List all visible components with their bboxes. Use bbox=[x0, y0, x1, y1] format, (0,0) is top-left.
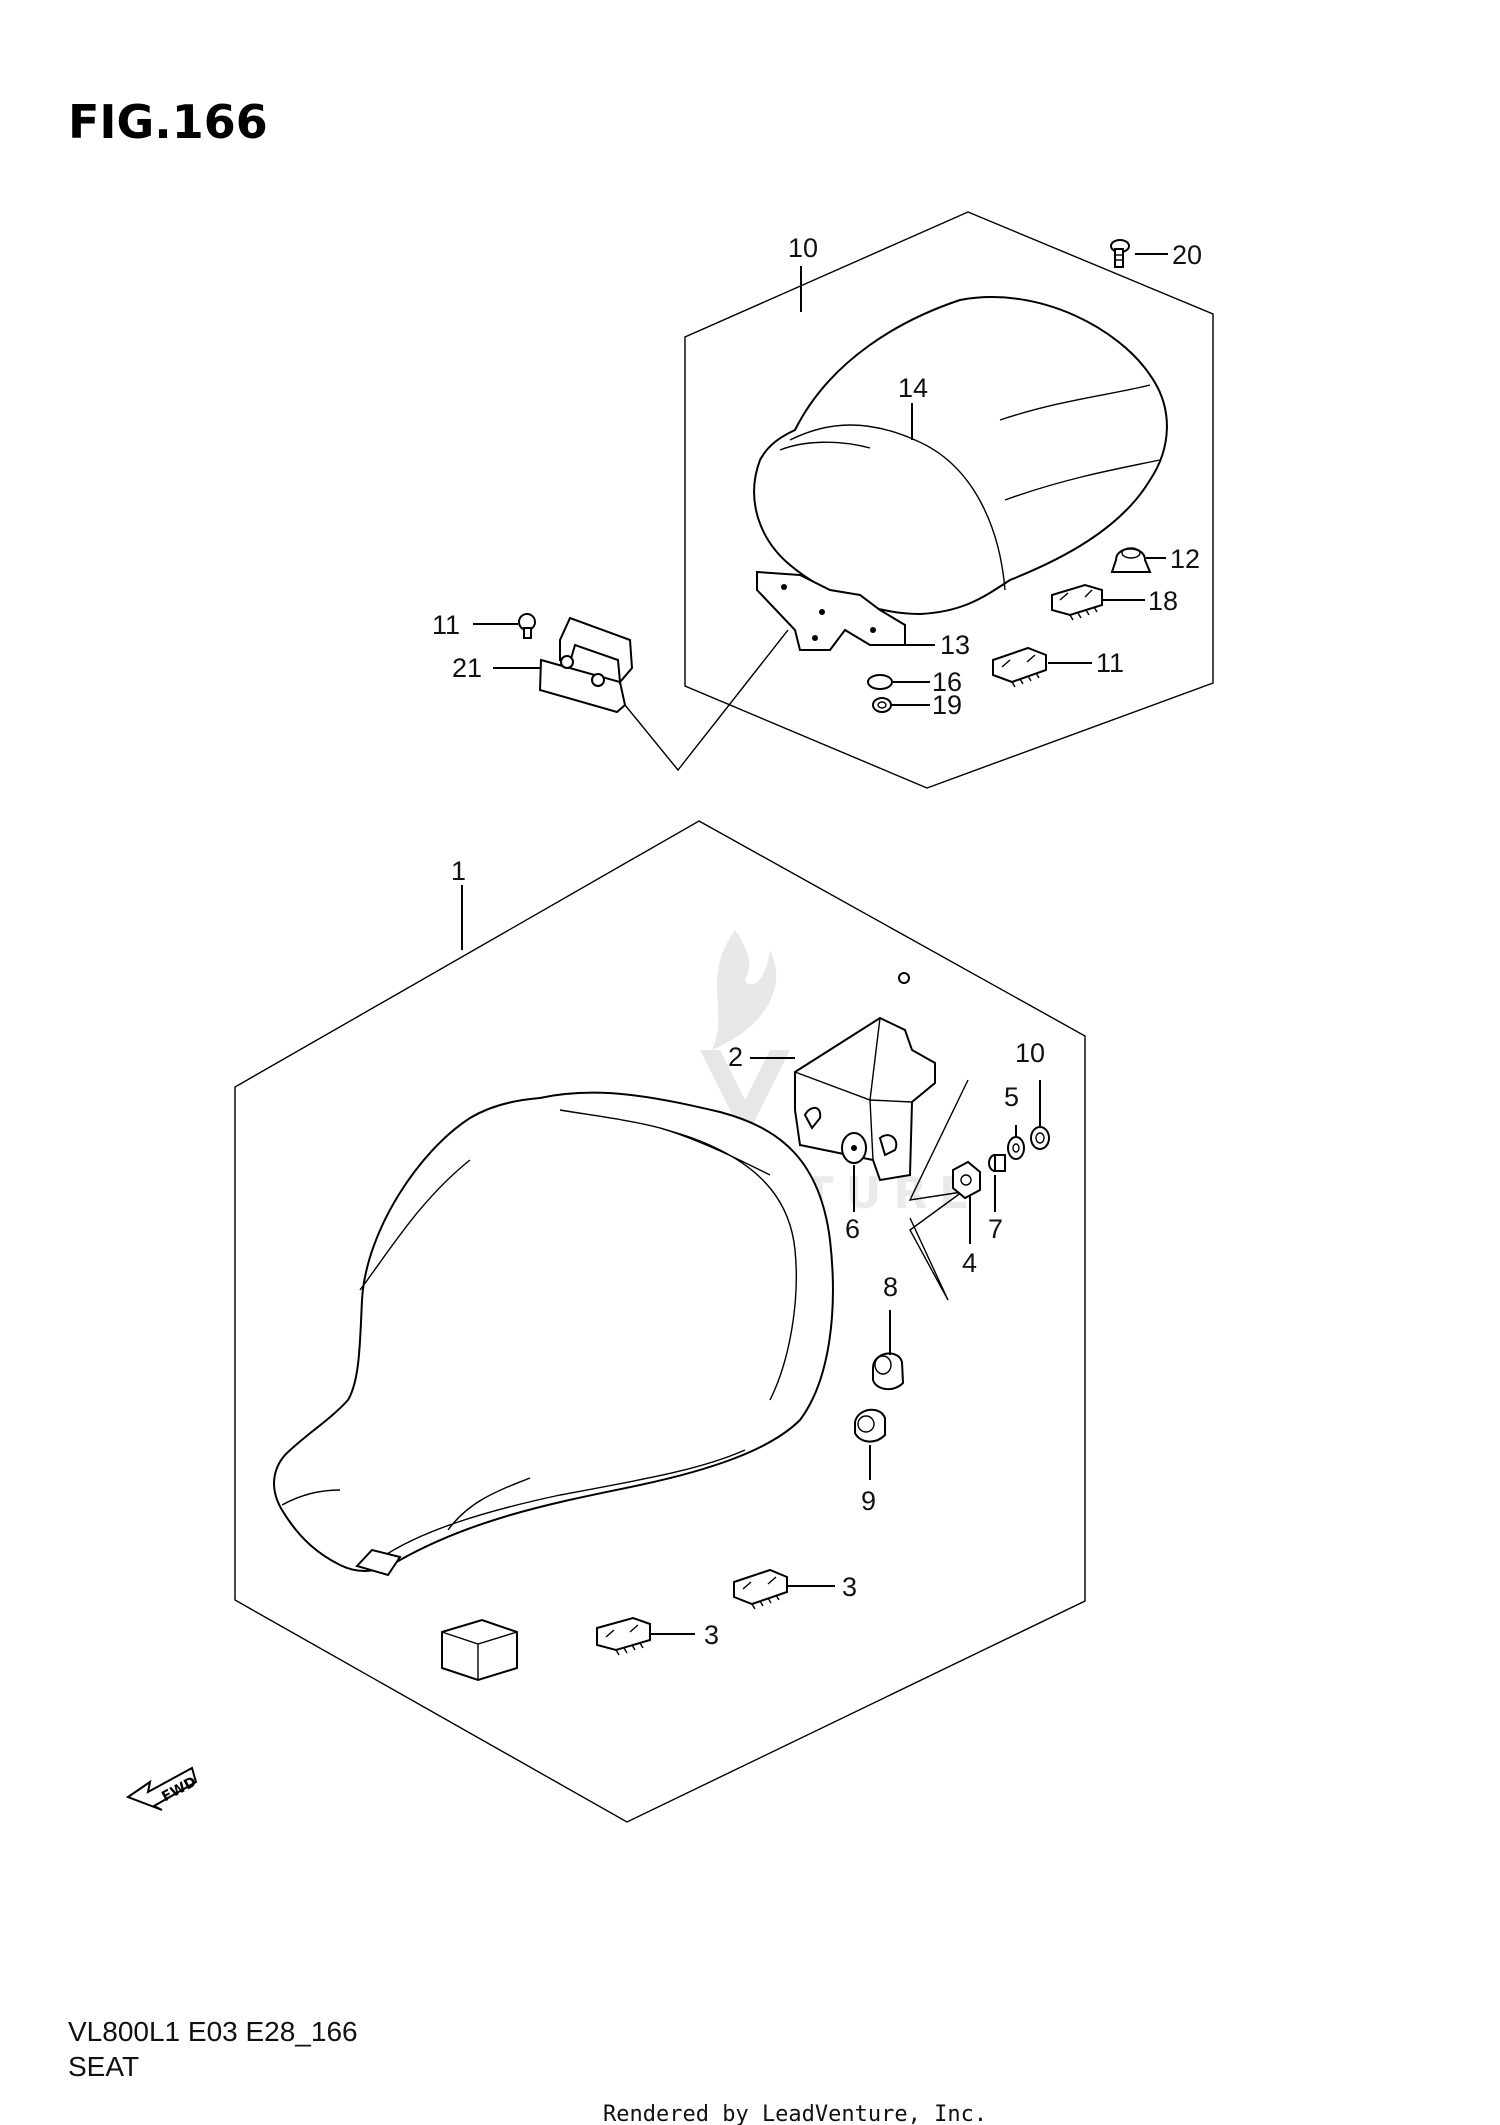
seat-box-piece bbox=[441, 1618, 518, 1682]
nut-19-icon bbox=[872, 697, 892, 713]
nut-10-icon bbox=[1030, 1126, 1050, 1150]
callout-9: 9 bbox=[861, 1486, 876, 1516]
grommet-4-icon bbox=[952, 1160, 981, 1200]
callout-18: 18 bbox=[1148, 586, 1178, 616]
callout-2: 2 bbox=[728, 1042, 743, 1072]
callout-4: 4 bbox=[962, 1248, 977, 1278]
bolt-20-icon bbox=[1110, 239, 1130, 268]
callout-20: 20 bbox=[1172, 240, 1202, 270]
cushion-9-icon bbox=[854, 1408, 886, 1443]
handle-link-line bbox=[624, 629, 789, 772]
rendered-by-credit: Rendered by LeadVenture, Inc. bbox=[603, 2102, 987, 2125]
front-seat-bracket bbox=[794, 972, 936, 1182]
collar-7-icon bbox=[988, 1154, 1006, 1172]
cushion-8-icon bbox=[872, 1352, 905, 1391]
callout-21: 21 bbox=[452, 653, 482, 683]
callout-11: 11 bbox=[432, 610, 460, 640]
callout-5: 5 bbox=[1004, 1082, 1019, 1112]
leader-lines bbox=[461, 253, 1168, 1635]
callout-14: 12 bbox=[1170, 544, 1200, 574]
callout-labels: 10 14 20 12 18 11 13 16 19 11 21 1 2 6 4… bbox=[432, 233, 1202, 1650]
callout-10: 10 bbox=[1015, 1038, 1045, 1068]
callout-3-lower: 3 bbox=[704, 1620, 719, 1650]
callout-1: 1 bbox=[451, 856, 466, 886]
callout-7: 7 bbox=[988, 1214, 1003, 1244]
callout-19: 19 bbox=[932, 690, 962, 720]
cushion-13-icon bbox=[992, 646, 1047, 688]
cushion-18-icon bbox=[1051, 583, 1103, 621]
washer-17-icon bbox=[867, 674, 893, 690]
front-seat bbox=[273, 1091, 834, 1577]
washer-5-icon bbox=[1007, 1136, 1025, 1160]
callout-3-upper: 3 bbox=[842, 1572, 857, 1602]
figure-title: FIG.166 bbox=[68, 95, 268, 149]
callout-12: 10 bbox=[788, 233, 818, 263]
callout-15: 13 bbox=[940, 630, 970, 660]
front-seat-group-outline bbox=[234, 820, 1086, 1823]
callout-17: 16 bbox=[932, 667, 962, 697]
forward-direction-icon: FWD bbox=[125, 1766, 199, 1811]
rear-seat-pad bbox=[753, 296, 1168, 616]
bolt-11-icon bbox=[518, 613, 536, 639]
rear-seat-group-outline bbox=[684, 211, 1214, 789]
grab-handle-21 bbox=[538, 616, 634, 714]
cushion-14-icon bbox=[1110, 547, 1152, 573]
cushion-3-lower-icon bbox=[596, 1616, 651, 1656]
model-code: VL800L1 E03 E28_166 bbox=[68, 2016, 358, 2047]
callout-16: 14 bbox=[898, 373, 928, 403]
cushion-3-upper-icon bbox=[733, 1568, 788, 1610]
section-name: SEAT bbox=[68, 2051, 139, 2082]
callout-6: 6 bbox=[845, 1214, 860, 1244]
callout-13: 11 bbox=[1096, 648, 1124, 678]
callout-8: 8 bbox=[883, 1272, 898, 1302]
leadventure-watermark bbox=[700, 930, 790, 1140]
bracket-link-line bbox=[908, 1079, 969, 1301]
